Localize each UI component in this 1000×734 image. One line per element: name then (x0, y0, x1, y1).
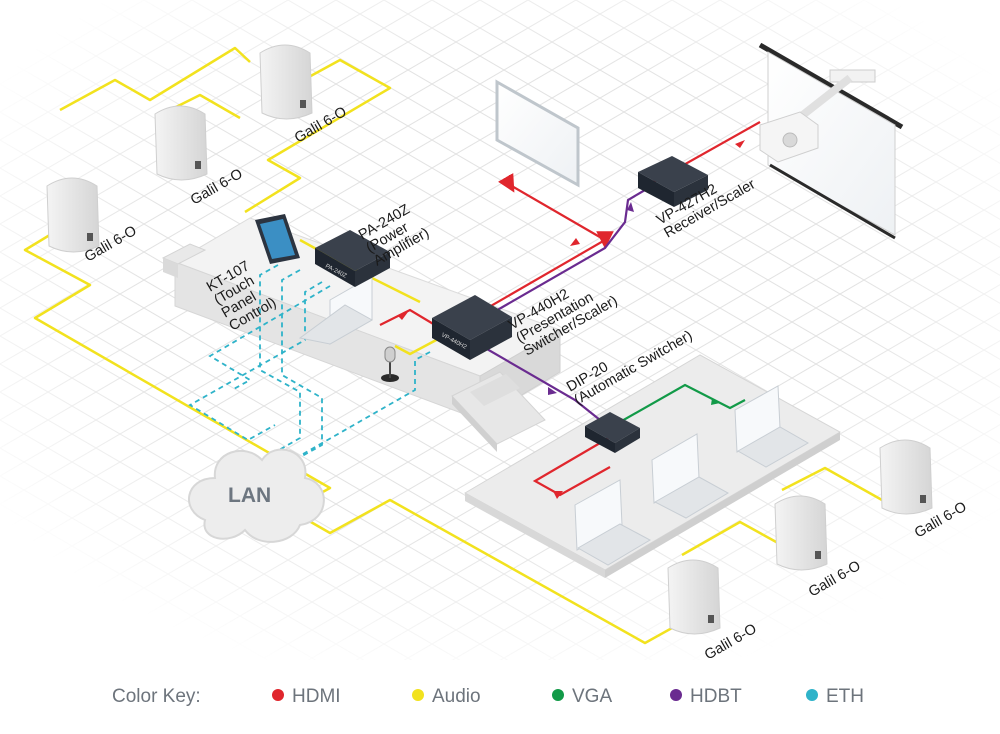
audio-cables (23, 46, 883, 645)
lan-cloud-icon: LAN (188, 448, 325, 543)
hdbt-arrow (548, 387, 557, 395)
legend-title: Color Key: (112, 686, 201, 707)
legend-item: HDBT (670, 686, 742, 707)
legend-item: ETH (806, 686, 864, 707)
legend-swatch (272, 689, 284, 701)
legend-label: ETH (826, 686, 864, 707)
lan-label: LAN (228, 484, 271, 507)
hdbt-cables (479, 189, 646, 421)
vga-arrow (711, 398, 720, 405)
legend-item: Audio (412, 686, 481, 707)
legend-item: HDMI (272, 686, 341, 707)
legend-label: HDBT (690, 686, 742, 707)
laptop (574, 479, 652, 566)
legend-swatch (670, 689, 682, 701)
projection-screen (758, 42, 904, 240)
vga-cables (619, 383, 746, 423)
hdbt-arrow (627, 202, 634, 212)
legend-label: Audio (432, 686, 481, 707)
legend-label: HDMI (292, 686, 341, 707)
automatic-switcher-device (585, 412, 640, 453)
hdmi-arrow (398, 312, 408, 320)
hdmi-arrow (553, 491, 563, 499)
touch-panel-device (255, 214, 300, 264)
eth-cables (188, 264, 431, 476)
receiver-scaler-device (638, 156, 708, 207)
color-key-legend: Color Key: HDMI Audio VGA HDBT ETH (112, 686, 864, 707)
legend-swatch (412, 689, 424, 701)
legend-label: VGA (572, 686, 612, 707)
legend-swatch (806, 689, 818, 701)
presentation-switcher-device: VP-440H2 (432, 295, 512, 360)
laptop (734, 385, 810, 468)
hdmi-arrow (570, 238, 580, 246)
legend-swatch (552, 689, 564, 701)
laptop (651, 433, 730, 519)
legend-item: VGA (552, 686, 612, 707)
microphone-icon (381, 346, 399, 382)
hdmi-arrow (735, 140, 745, 148)
